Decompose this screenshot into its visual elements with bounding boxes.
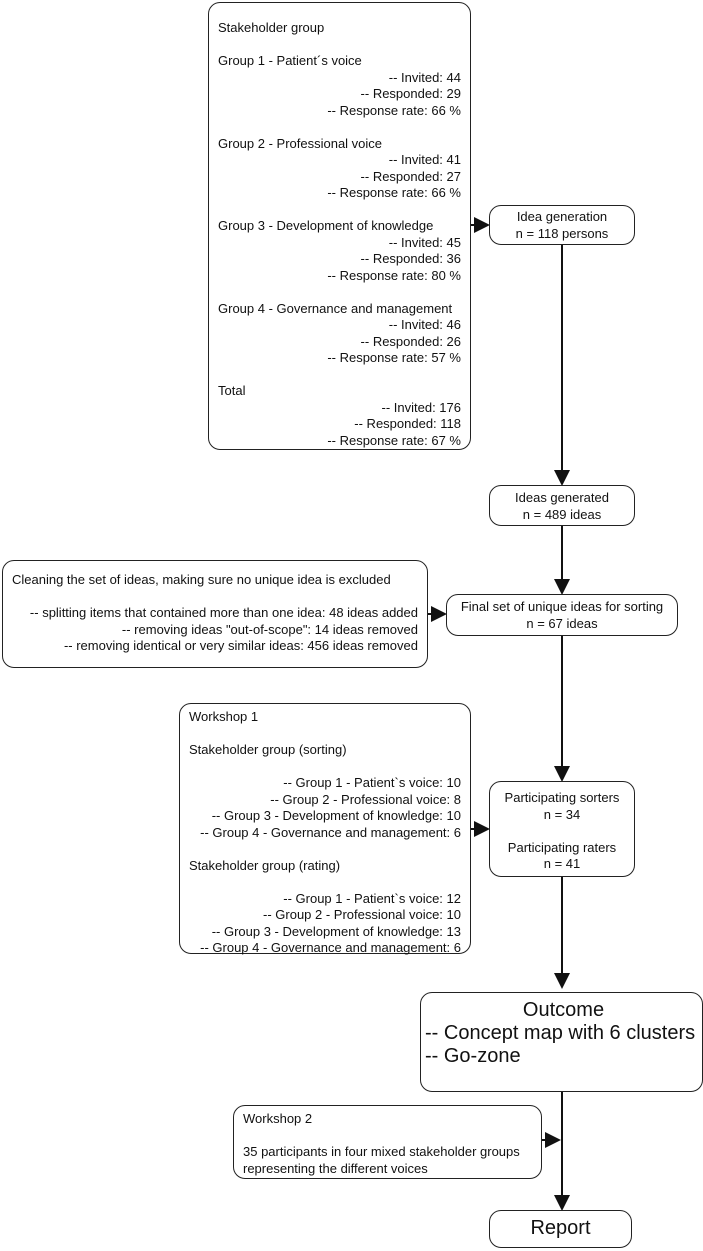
group-2-response-rate: -- Response rate: 66 %: [327, 185, 461, 200]
group-3-invited: -- Invited: 45: [388, 234, 461, 250]
participating-sorters-count: n = 34: [543, 806, 581, 822]
cleaning-title: Cleaning the set of ideas, making sure n…: [12, 572, 391, 587]
group-3-response-rate: -- Response rate: 80 %: [327, 267, 461, 283]
total-invited: -- Invited: 176: [381, 399, 462, 415]
outcome-box: Outcome -- Concept map with 6 clusters -…: [420, 992, 703, 1092]
outcome-concept-map: -- Concept map with 6 clusters: [425, 1022, 696, 1044]
outcome-go-zone: -- Go-zone: [425, 1045, 521, 1067]
participating-raters-count: n = 41: [543, 856, 581, 871]
idea-generation-count: n = 118 persons: [515, 225, 609, 241]
ideas-generated-count: n = 489 ideas: [522, 506, 602, 522]
ideas-generated-title: Ideas generated: [515, 490, 609, 505]
group-2-responded: -- Responded: 27: [360, 168, 461, 184]
total-name: Total: [218, 383, 246, 398]
sorting-group-4: -- Group 4 - Governance and management: …: [200, 824, 461, 840]
participating-sorters-label: Participating sorters: [504, 790, 620, 805]
group-1-invited: -- Invited: 44: [388, 69, 461, 85]
outcome-title: Outcome: [522, 999, 605, 1021]
final-set-title: Final set of unique ideas for sorting: [460, 599, 664, 614]
sorting-group-1: -- Group 1 - Patient`s voice: 10: [283, 775, 461, 790]
sorting-group-title: Stakeholder group (sorting): [189, 742, 347, 757]
participating-raters-label: Participating raters: [507, 839, 617, 855]
idea-generation-box: Idea generation n = 118 persons: [489, 205, 635, 245]
final-set-box: Final set of unique ideas for sorting n …: [446, 594, 678, 636]
group-1-responded: -- Responded: 29: [360, 86, 461, 101]
group-1-name: Group 1 - Patient´s voice: [218, 53, 362, 68]
group-4-response-rate: -- Response rate: 57 %: [327, 350, 461, 365]
workshop-2-line-2: representing the different voices: [243, 1160, 428, 1176]
rating-group-1: -- Group 1 - Patient`s voice: 12: [283, 890, 461, 906]
workshop-1-title: Workshop 1: [189, 709, 259, 724]
idea-generation-title: Idea generation: [516, 209, 608, 224]
report-box: Report: [489, 1210, 632, 1248]
total-response-rate: -- Response rate: 67 %: [327, 432, 461, 448]
rating-group-2: -- Group 2 - Professional voice: 10: [263, 907, 461, 922]
final-set-count: n = 67 ideas: [526, 615, 598, 631]
cleaning-item-duplicates: -- removing identical or very similar id…: [63, 638, 418, 653]
group-3-responded: -- Responded: 36: [360, 251, 461, 266]
workshop-2-title: Workshop 2: [243, 1111, 313, 1126]
workshop-1-box: Workshop 1 Stakeholder group (sorting) -…: [179, 703, 471, 955]
stakeholder-box-title: Stakeholder group: [218, 20, 325, 35]
workshop-2-line-1: 35 participants in four mixed stakeholde…: [243, 1144, 520, 1159]
group-4-invited: -- Invited: 46: [388, 317, 461, 332]
rating-group-3: -- Group 3 - Development of knowledge: 1…: [211, 923, 461, 939]
group-2-invited: -- Invited: 41: [388, 152, 461, 167]
group-1-response-rate: -- Response rate: 66 %: [327, 102, 461, 118]
stakeholder-group-box: Stakeholder group Group 1 - Patient´s vo…: [208, 2, 471, 450]
report-title: Report: [530, 1217, 591, 1239]
rating-group-title: Stakeholder group (rating): [189, 857, 341, 873]
group-4-name: Group 4 - Governance and management: [218, 300, 453, 316]
participants-box: Participating sorters n = 34 Participati…: [489, 781, 635, 877]
sorting-group-2: -- Group 2 - Professional voice: 8: [270, 791, 461, 807]
sorting-group-3: -- Group 3 - Development of knowledge: 1…: [211, 808, 461, 823]
ideas-generated-box: Ideas generated n = 489 ideas: [489, 485, 635, 526]
group-4-responded: -- Responded: 26: [360, 333, 461, 349]
cleaning-item-split: -- splitting items that contained more t…: [29, 605, 418, 620]
cleaning-item-out-of-scope: -- removing ideas "out-of-scope": 14 ide…: [121, 621, 418, 637]
group-3-name: Group 3 - Development of knowledge: [218, 218, 434, 233]
total-responded: -- Responded: 118: [354, 416, 461, 431]
workshop-2-box: Workshop 2 35 participants in four mixed…: [233, 1105, 542, 1179]
group-2-name: Group 2 - Professional voice: [218, 135, 383, 151]
rating-group-4: -- Group 4 - Governance and management: …: [200, 940, 461, 955]
cleaning-box: Cleaning the set of ideas, making sure n…: [2, 560, 428, 668]
